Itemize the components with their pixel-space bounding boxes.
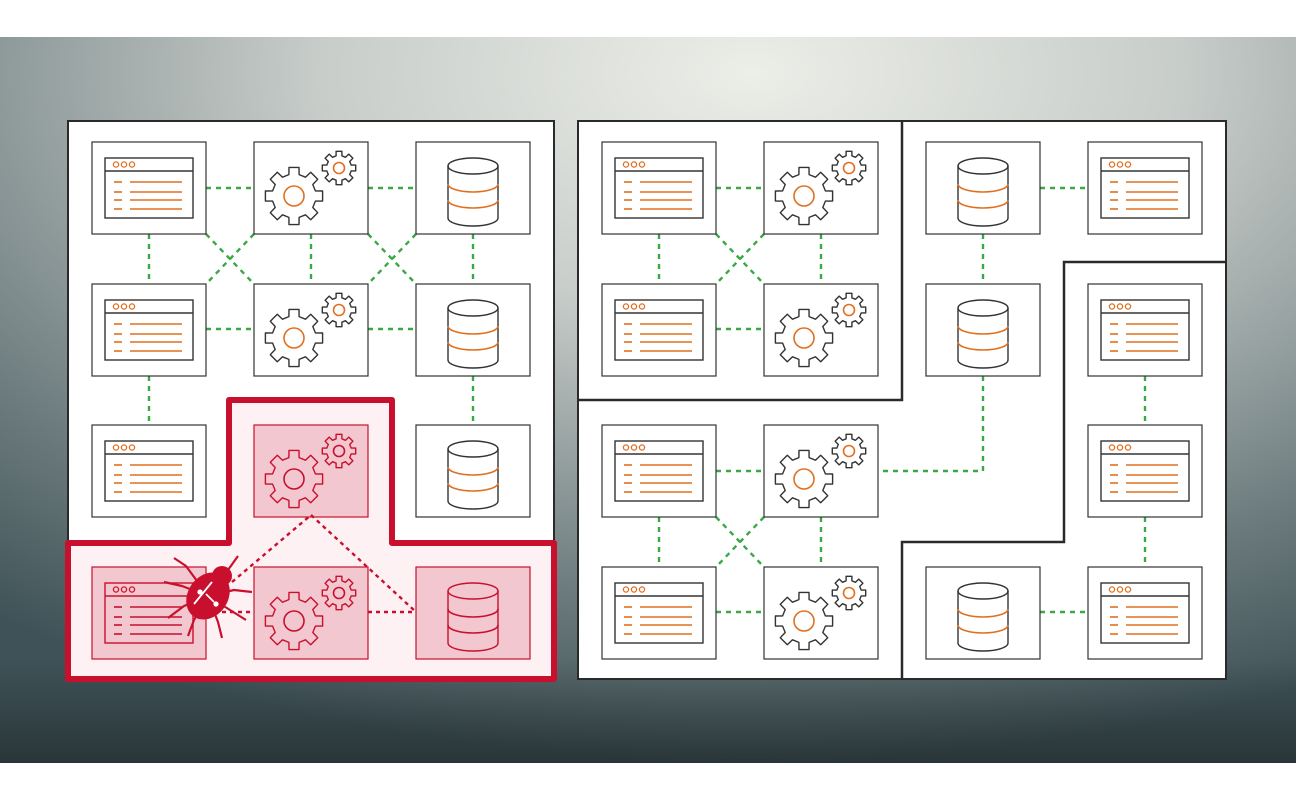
- node-box: [925, 566, 1041, 660]
- database-icon: [447, 299, 499, 369]
- app-window-node: [91, 283, 207, 377]
- segment-divider-right: [900, 260, 1226, 679]
- database-icon: [957, 299, 1009, 369]
- app-window-node: [1087, 283, 1203, 377]
- node-box: [1087, 283, 1203, 377]
- node-box: [1087, 566, 1203, 660]
- bug-circuit-dot: [197, 589, 203, 595]
- bug-circuit-line: [205, 593, 215, 603]
- gears-icon: [264, 433, 357, 509]
- app-window-node: [1087, 424, 1203, 518]
- right-panel: [577, 120, 1227, 680]
- database-icon: [447, 582, 499, 652]
- gears-node: [763, 424, 879, 518]
- right-connectors: [657, 186, 1147, 614]
- bug-leg: [173, 557, 198, 582]
- app-window-icon: [614, 440, 704, 502]
- app-window-node: [601, 424, 717, 518]
- segment-divider-top-left: [578, 121, 904, 402]
- bug-icon: [163, 555, 253, 639]
- bug-circuit-dot: [213, 601, 219, 607]
- app-window-node: [601, 566, 717, 660]
- gears-icon: [264, 292, 357, 368]
- node-box: [925, 283, 1041, 377]
- database-node: [415, 424, 531, 518]
- gears-icon: [264, 150, 357, 226]
- node-box: [1087, 424, 1203, 518]
- node-box: [91, 141, 207, 235]
- connector-line: [715, 233, 765, 285]
- app-window-node: [91, 566, 207, 660]
- right-nodes: [601, 141, 1203, 660]
- gears-icon: [264, 575, 357, 651]
- gears-node: [763, 566, 879, 660]
- threat-link: [231, 514, 312, 583]
- app-window-icon: [104, 299, 194, 361]
- app-window-node: [91, 141, 207, 235]
- node-box: [1087, 141, 1203, 235]
- left-connectors: [147, 186, 475, 425]
- node-box: [601, 424, 717, 518]
- node-box: [601, 283, 717, 377]
- connector-line: [878, 376, 985, 473]
- app-window-node: [601, 283, 717, 377]
- app-window-icon: [1100, 157, 1190, 219]
- database-node: [925, 566, 1041, 660]
- database-icon: [447, 157, 499, 227]
- gears-node: [253, 283, 369, 377]
- left-panel: [65, 120, 557, 682]
- database-icon: [447, 440, 499, 510]
- bug-head: [212, 566, 232, 586]
- gears-icon: [774, 433, 867, 509]
- app-window-icon: [104, 440, 194, 502]
- app-window-node: [1087, 566, 1203, 660]
- app-window-node: [1087, 141, 1203, 235]
- gears-icon: [774, 575, 867, 651]
- gears-icon: [774, 292, 867, 368]
- node-box: [91, 424, 207, 518]
- app-window-icon: [614, 582, 704, 644]
- database-node: [415, 283, 531, 377]
- node-box: [415, 283, 531, 377]
- node-box: [415, 566, 531, 660]
- app-window-icon: [1100, 582, 1190, 644]
- gears-icon: [774, 150, 867, 226]
- connector-line: [205, 233, 255, 285]
- gears-node: [253, 141, 369, 235]
- app-window-node: [91, 424, 207, 518]
- app-window-icon: [1100, 299, 1190, 361]
- app-window-node: [601, 141, 717, 235]
- gears-node: [763, 141, 879, 235]
- node-box: [91, 283, 207, 377]
- node-box: [925, 141, 1041, 235]
- node-box: [415, 424, 531, 518]
- database-node: [415, 141, 531, 235]
- node-box: [601, 566, 717, 660]
- node-box: [415, 141, 531, 235]
- app-window-icon: [614, 299, 704, 361]
- connector-line: [367, 233, 417, 285]
- gears-node: [253, 566, 369, 660]
- app-window-icon: [104, 157, 194, 219]
- node-box: [601, 141, 717, 235]
- app-window-icon: [104, 582, 194, 644]
- database-node: [415, 566, 531, 660]
- database-node: [925, 141, 1041, 235]
- left-nodes: [91, 141, 531, 660]
- bug-wing-line: [193, 581, 213, 605]
- gears-node: [253, 424, 369, 518]
- database-icon: [957, 157, 1009, 227]
- app-window-icon: [614, 157, 704, 219]
- database-icon: [957, 582, 1009, 652]
- gears-node: [763, 283, 879, 377]
- database-node: [925, 283, 1041, 377]
- app-window-icon: [1100, 440, 1190, 502]
- connector-line: [715, 516, 765, 568]
- node-box: [91, 566, 207, 660]
